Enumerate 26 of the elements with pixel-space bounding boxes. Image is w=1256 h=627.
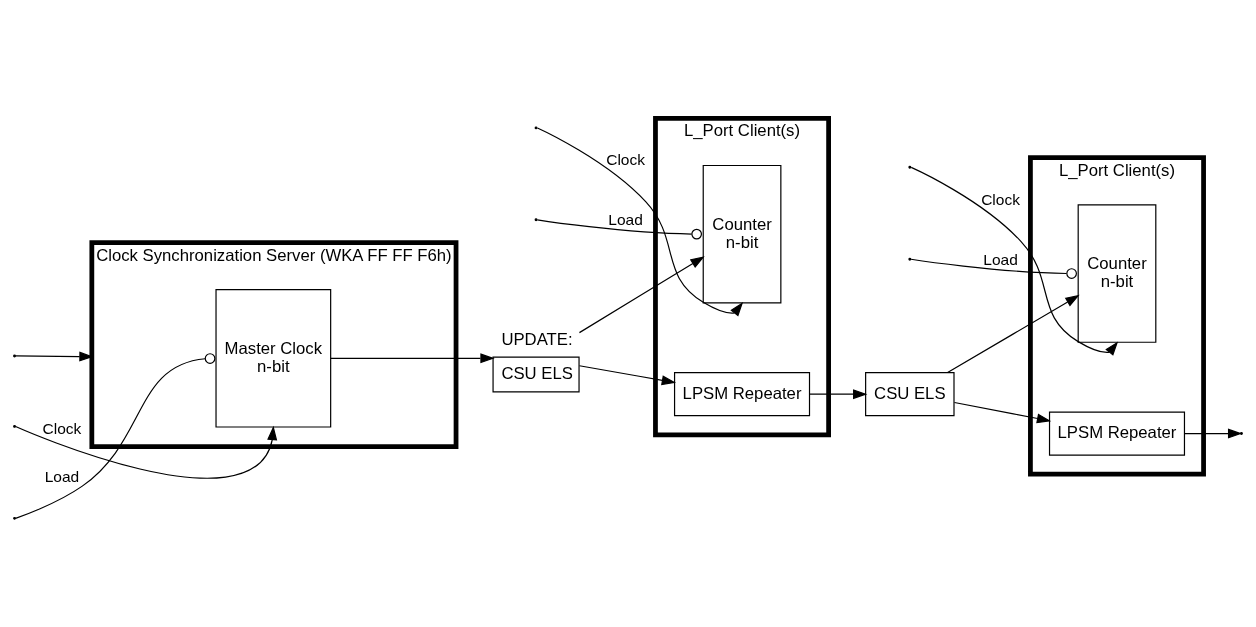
node-box: Counter n-bit (702, 164, 782, 303)
arrow (947, 294, 1080, 373)
arrow (15, 425, 278, 479)
arrow (808, 388, 868, 399)
node-box: Master Clock n-bit (215, 288, 332, 428)
arrow (578, 364, 677, 385)
node-box: LPSM Repeater (1048, 411, 1186, 456)
edge-label: Load (44, 467, 80, 485)
connector (14, 357, 206, 519)
arrow (578, 255, 705, 333)
node-box: LPSM Repeater (673, 371, 811, 416)
node-box: CSU ELS (492, 356, 580, 392)
edge-label: Load (983, 249, 1018, 267)
arrow (953, 401, 1052, 423)
node-label: UPDATE: (501, 329, 573, 349)
node-box: Counter n-bit (1077, 203, 1157, 343)
edge-label: Load (608, 210, 643, 228)
connector (536, 218, 693, 235)
arrow (910, 166, 1119, 356)
arrow (330, 352, 495, 363)
arrow (1184, 428, 1243, 439)
edge-label: Clock (981, 190, 1020, 208)
node-box: CSU ELS (865, 371, 955, 416)
edge-label: Clock (42, 419, 82, 437)
edge-label: Clock (606, 150, 646, 168)
connector (910, 258, 1068, 274)
